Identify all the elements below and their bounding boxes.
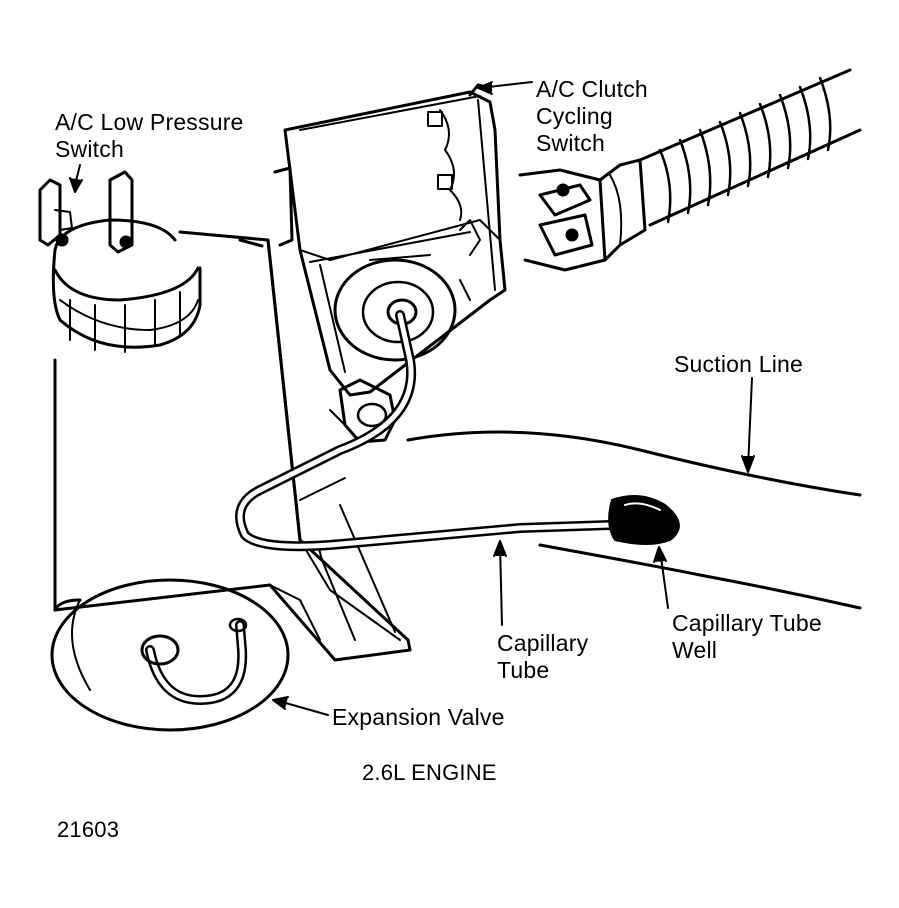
expansion-valve-housing (53, 230, 412, 662)
arrow-capillary-tube-well (653, 546, 667, 563)
capillary-tube-label: Capillary Tube (497, 630, 588, 684)
suction-line (406, 430, 862, 610)
expansion-valve (50, 578, 290, 732)
expansion-valve-label: Expansion Valve (332, 704, 505, 730)
leader-lines (69, 81, 755, 716)
clutch-cycling-switch-label-line1: A/C Clutch (536, 76, 648, 102)
capillary-tube-well-label-line2: Well (672, 637, 718, 663)
arrow-low-pressure (69, 177, 83, 193)
engine-caption: 2.6L ENGINE (362, 760, 497, 785)
capillary-tube-well-label: Capillary Tube Well (672, 610, 822, 664)
arrow-capillary-tube (493, 540, 507, 557)
capillary-tube-label-line1: Capillary (497, 630, 589, 656)
wire-harness-hose (638, 68, 862, 227)
capillary-tube (235, 310, 615, 552)
low-pressure-switch-label: A/C Low Pressure Switch (55, 109, 244, 163)
clutch-cycling-switch-label-line2: Cycling (536, 103, 613, 129)
figure-id: 21603 (57, 817, 120, 842)
capillary-tube-well (608, 495, 680, 545)
low-pressure-switch-label-line1: A/C Low Pressure (55, 109, 244, 135)
arrow-expansion-valve (272, 696, 289, 710)
capillary-tube-label-line2: Tube (497, 657, 550, 683)
low-pressure-switch (38, 170, 202, 353)
leader-suction-line (747, 377, 753, 469)
arrow-clutch-cycling (477, 81, 493, 95)
clutch-cycling-switch-label-line3: Switch (536, 130, 605, 156)
wire-connector (518, 158, 647, 272)
capillary-tube-well-label-line1: Capillary Tube (672, 610, 822, 636)
low-pressure-switch-label-line2: Switch (55, 136, 124, 162)
leader-capillary-tube (499, 544, 503, 626)
clutch-cycling-switch-label: A/C Clutch Cycling Switch (536, 76, 648, 157)
suction-line-label: Suction Line (674, 351, 803, 377)
arrow-suction-line (741, 455, 755, 473)
clutch-cycling-switch (273, 83, 507, 444)
